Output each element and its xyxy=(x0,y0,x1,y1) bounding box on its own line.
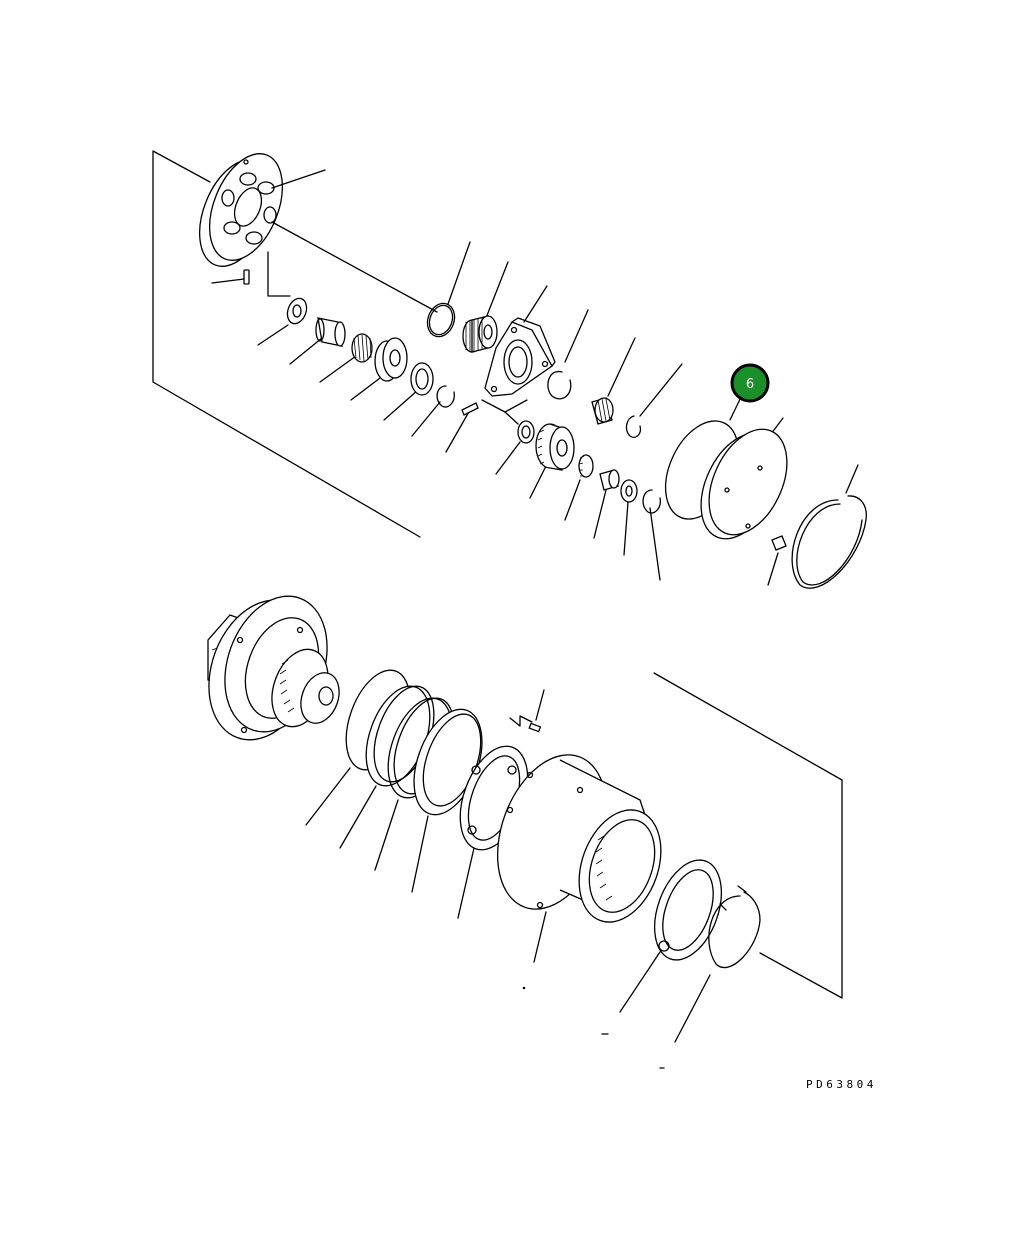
drawing-code: PD63804 xyxy=(806,1078,877,1091)
spring-pin xyxy=(461,402,479,416)
washer-small xyxy=(620,479,638,503)
planet-shaft xyxy=(315,317,346,347)
callout-6-number: 6 xyxy=(746,377,754,392)
bolt xyxy=(771,535,787,551)
cover xyxy=(700,428,788,540)
small-gear xyxy=(578,454,594,478)
triangular-carrier xyxy=(484,317,556,397)
thrust-washer-2 xyxy=(410,362,434,396)
washer-middle xyxy=(517,420,535,444)
planet-gear-large xyxy=(535,423,575,471)
stray-marks xyxy=(522,986,665,1069)
bushing xyxy=(599,469,620,491)
lower-group-frame xyxy=(653,672,843,999)
snap-ring-right xyxy=(625,415,642,438)
snap-ring-upper xyxy=(547,370,572,400)
travel-motor-housing xyxy=(207,595,340,741)
callout-6-badge[interactable] xyxy=(730,363,770,403)
planet-carrier-plate xyxy=(199,153,283,267)
upper-leader-lines xyxy=(211,169,859,586)
snap-ring-lower xyxy=(642,489,661,514)
pin xyxy=(243,269,250,285)
upper-group-frame xyxy=(152,150,421,538)
dowel-pin xyxy=(509,715,542,733)
planet-gear xyxy=(374,337,408,382)
retaining-ring-large xyxy=(791,495,867,589)
o-ring-upper xyxy=(426,302,456,338)
lower-leader-lines xyxy=(305,689,711,1043)
needle-bearing xyxy=(351,333,373,363)
ring-gear-hub xyxy=(496,754,662,923)
callout-6[interactable]: 6 xyxy=(730,363,770,403)
sun-gear-upper xyxy=(462,315,498,353)
bearing-lower xyxy=(654,859,722,961)
spline-coupling xyxy=(591,397,614,425)
thrust-washer xyxy=(286,297,308,325)
circlip-lower xyxy=(708,885,761,969)
snap-ring-small xyxy=(436,385,455,408)
